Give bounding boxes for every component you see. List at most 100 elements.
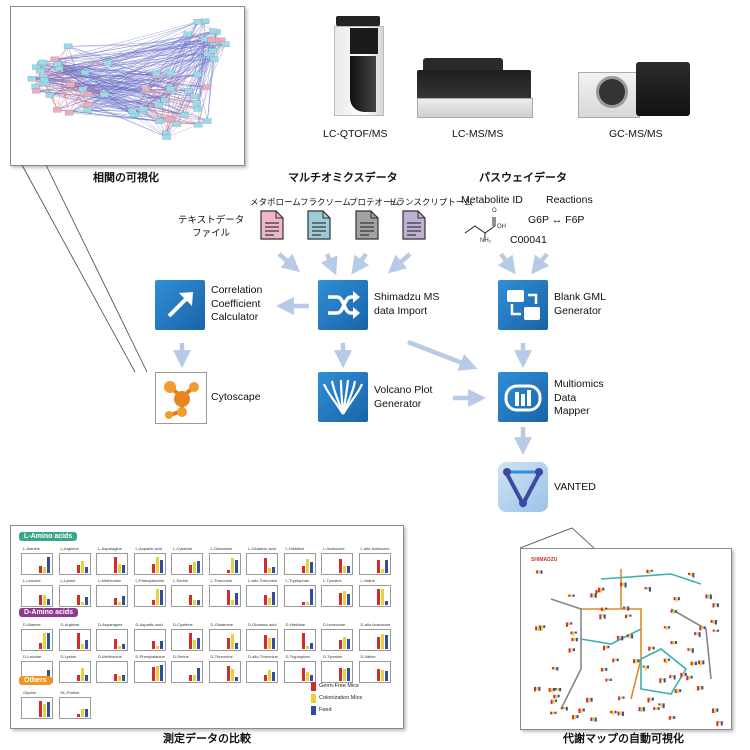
mini-bar bbox=[301, 633, 305, 649]
shimadzu-import-icon[interactable] bbox=[318, 280, 368, 330]
metabolite-chart-label: Glycine bbox=[23, 690, 37, 695]
mini-bar bbox=[76, 565, 80, 573]
metabolite-mini-chart bbox=[58, 629, 91, 651]
mini-bar bbox=[122, 565, 125, 573]
mini-bar bbox=[43, 633, 46, 649]
mini-bar bbox=[84, 675, 88, 681]
metabolite-chart-label: L-Asparagine bbox=[98, 546, 122, 551]
metabolite-mini-chart bbox=[58, 553, 91, 575]
volcano-plot-icon[interactable] bbox=[318, 372, 368, 422]
metabolite-mini-chart bbox=[246, 661, 278, 683]
metabolite-chart-label: L-Phenylalanine bbox=[135, 578, 165, 583]
diagonal-arrow-icon bbox=[167, 292, 193, 318]
legend-label: Colonization Mice bbox=[319, 695, 363, 701]
mini-bar bbox=[272, 592, 275, 605]
volcano-plot-label: Volcano Plot Generator bbox=[374, 384, 433, 410]
mini-bar bbox=[264, 558, 267, 573]
mini-bar bbox=[309, 589, 313, 605]
mini-bar bbox=[197, 600, 200, 605]
mini-bar bbox=[380, 634, 384, 649]
metabolite-chart-label: L-Lysine bbox=[60, 578, 76, 583]
volcano-fan-icon bbox=[322, 379, 364, 415]
metabolite-chart-label: L-allo-Threonine bbox=[248, 578, 278, 583]
metabolite-mini-chart bbox=[208, 661, 241, 683]
gml-blocks-icon bbox=[507, 290, 540, 320]
mini-bar bbox=[155, 557, 159, 573]
mini-bar bbox=[301, 602, 305, 605]
mini-bar bbox=[347, 566, 350, 573]
mini-bar bbox=[114, 557, 117, 573]
metabolic-map bbox=[533, 569, 723, 727]
metabolite-chart-label: DL-Proline bbox=[60, 690, 80, 695]
mini-bar bbox=[80, 644, 84, 649]
instrument-label-gc-msms: GC-MS/MS bbox=[609, 128, 663, 140]
shimadzu-import-label: Shimadzu MS data Import bbox=[374, 291, 440, 317]
metabolite-chart-label: L-Leucine bbox=[23, 578, 41, 583]
metabolite-mini-chart bbox=[358, 629, 391, 651]
mini-bar bbox=[118, 676, 121, 681]
metabolite-mini-chart bbox=[321, 585, 353, 607]
metabolite-chart-label: L-Tyrosine bbox=[323, 578, 342, 583]
automap-title: 代謝マップの自動可視化 bbox=[563, 733, 684, 745]
mini-bar bbox=[159, 665, 163, 681]
mini-bar bbox=[197, 638, 200, 649]
file-type-proteome: プロテオーム bbox=[349, 197, 400, 207]
correlation-calculator-label: Correlation Coefficient Calculator bbox=[211, 284, 263, 323]
mini-bar bbox=[380, 589, 384, 605]
metabolite-chart-label: D-Alanine bbox=[23, 622, 41, 627]
metabolite-chart-label: D-Tyrosine bbox=[323, 654, 343, 659]
data-file-icon bbox=[402, 210, 426, 240]
metabolic-map-panel: SHIMADZU bbox=[520, 548, 732, 730]
reactions-label: Reactions bbox=[546, 194, 593, 206]
metabolite-mini-chart bbox=[358, 553, 391, 575]
pathway-title: パスウェイデータ bbox=[479, 172, 567, 184]
metabolite-mini-chart bbox=[283, 585, 316, 607]
structure-label-oh: OH bbox=[497, 224, 506, 230]
mini-bar bbox=[376, 637, 380, 649]
vanted-icon[interactable] bbox=[498, 462, 548, 512]
metabolite-chart-label: L-Threonine bbox=[210, 578, 233, 583]
correlation-calculator-icon[interactable] bbox=[155, 280, 205, 330]
data-file-icon bbox=[260, 210, 284, 240]
mini-bar bbox=[380, 670, 384, 681]
multiomics-mapper-icon[interactable] bbox=[498, 372, 548, 422]
multiomics-mapper-label: Multiomics Data Mapper bbox=[554, 378, 604, 417]
metabolite-chart-label: D-allo-Isoleucine bbox=[360, 622, 391, 627]
mini-bar bbox=[272, 638, 275, 649]
mini-bar bbox=[159, 641, 163, 649]
mini-bar bbox=[264, 675, 267, 681]
metabolite-chart-label: D-Glutamic acid bbox=[248, 622, 277, 627]
metabolite-mini-chart bbox=[21, 553, 53, 575]
mini-bar bbox=[193, 562, 196, 573]
mini-bar bbox=[189, 595, 192, 605]
cytoscape-icon[interactable] bbox=[155, 372, 207, 424]
blank-gml-icon[interactable] bbox=[498, 280, 548, 330]
mini-bar bbox=[234, 593, 238, 605]
metabolite-chart-label: D-Tryptophan bbox=[285, 654, 310, 659]
metabolite-chart-label: L-Arginine bbox=[60, 546, 79, 551]
mini-bar bbox=[193, 640, 196, 649]
metabolite-mini-chart bbox=[246, 629, 278, 651]
metabolite-chart-label: D-Phenylalanine bbox=[135, 654, 165, 659]
metabolite-chart-label: D-Isoleucine bbox=[323, 622, 346, 627]
mini-bar bbox=[114, 598, 117, 605]
mini-bar bbox=[39, 643, 42, 649]
mini-bar bbox=[151, 667, 155, 681]
metabolite-chart-label: L-Serine bbox=[173, 578, 189, 583]
metabolite-mini-chart bbox=[358, 661, 391, 683]
mini-bar bbox=[80, 709, 84, 717]
metabolite-mini-chart bbox=[208, 585, 241, 607]
mini-bar bbox=[347, 668, 350, 681]
metabolite-mini-chart bbox=[208, 553, 241, 575]
metabolite-mini-chart bbox=[283, 629, 316, 651]
group-chip: L-Amino acids bbox=[19, 532, 78, 541]
mini-bar bbox=[151, 564, 155, 573]
mini-bar bbox=[268, 670, 271, 681]
legend-swatch bbox=[311, 706, 316, 715]
mini-bar bbox=[234, 560, 238, 573]
metabolite-chart-label: L-Histidine bbox=[285, 546, 305, 551]
metabolite-mini-chart bbox=[246, 585, 278, 607]
alanine-structure-icon bbox=[464, 217, 496, 241]
mini-bar bbox=[301, 566, 305, 573]
mini-bar bbox=[268, 568, 271, 573]
